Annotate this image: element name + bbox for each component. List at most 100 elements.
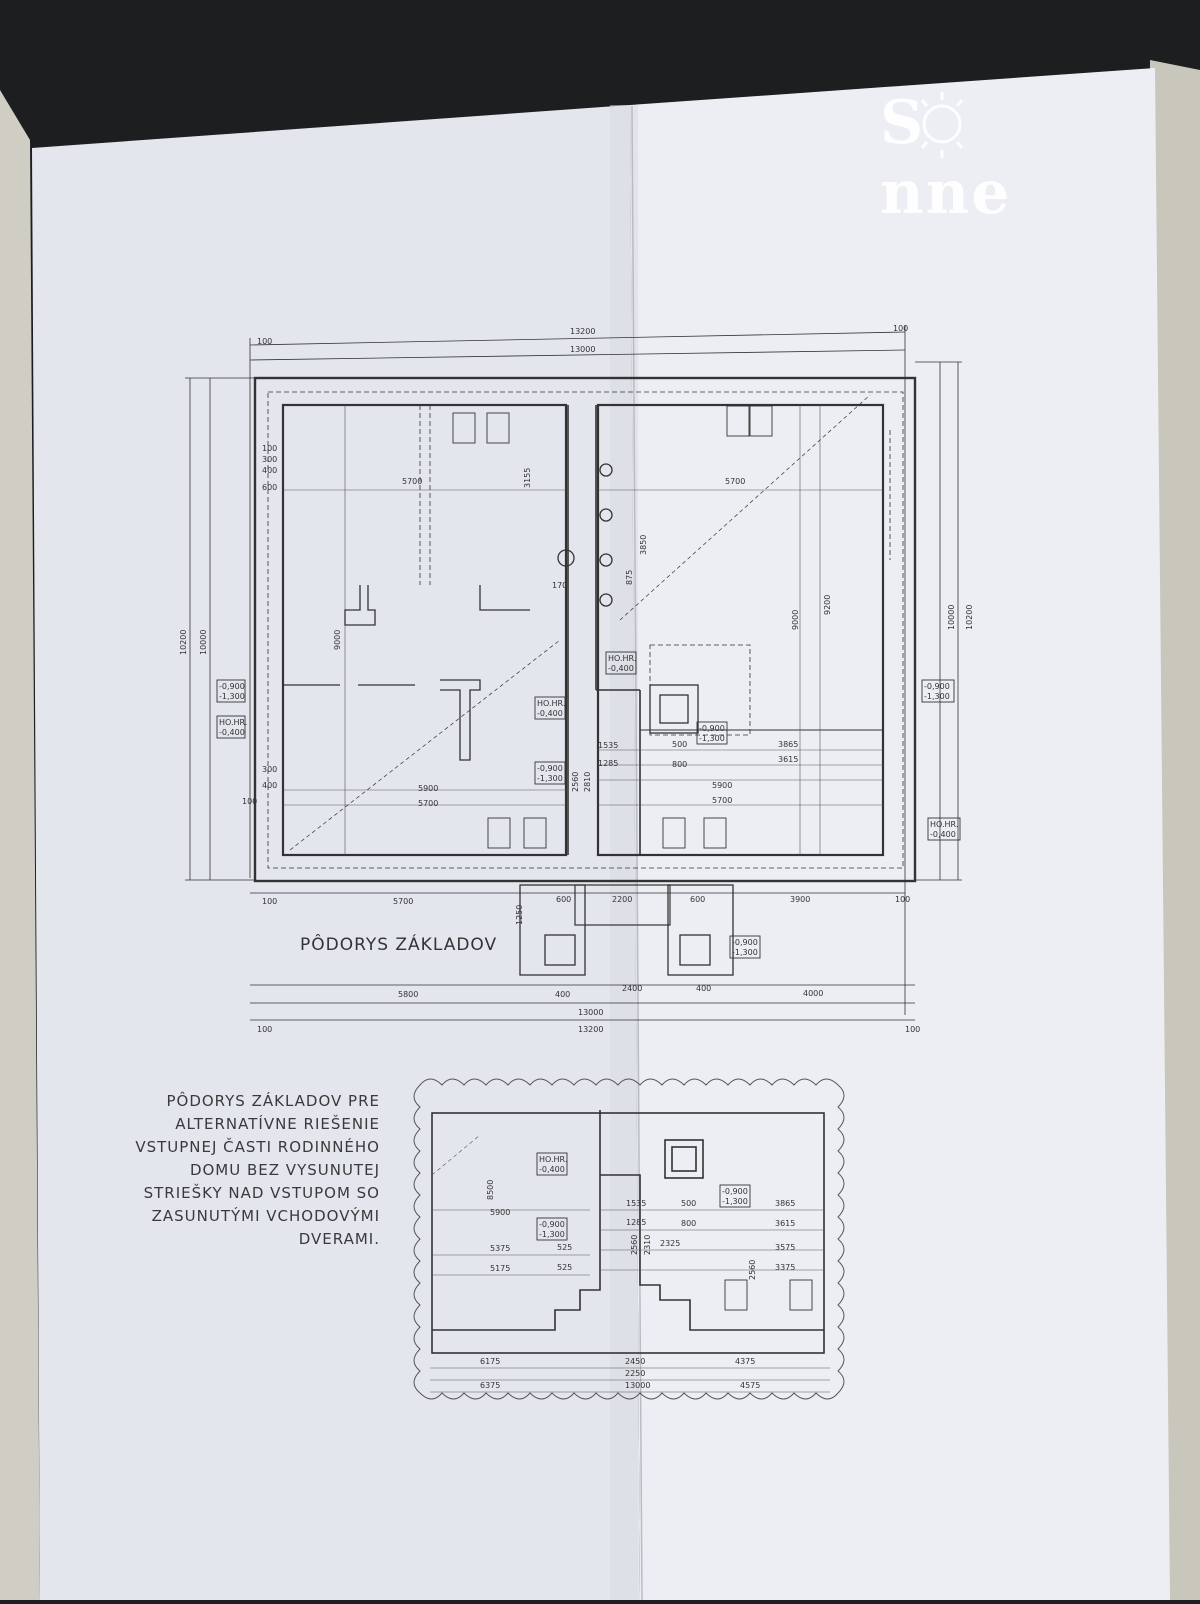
watermark-brand: S nne bbox=[880, 88, 1012, 228]
dim-edge-bottom-right: 100 bbox=[905, 1025, 920, 1034]
dim-left-room-width: 5700 bbox=[402, 477, 422, 486]
alt-dim-m: 3375 bbox=[775, 1263, 795, 1272]
alt-dim-r: 8500 bbox=[486, 1180, 495, 1200]
dim-vertical-170: 170 bbox=[552, 581, 567, 590]
dim-left-0: 100 bbox=[262, 444, 277, 453]
caption-line: ALTERNATÍVNE RIEŠENIE bbox=[175, 1115, 380, 1133]
alt-dim-t: 6375 bbox=[480, 1381, 500, 1390]
book-edge-left bbox=[0, 90, 40, 1600]
alt-dim-g: 1285 bbox=[626, 1218, 646, 1227]
level-left-value: -0,400 bbox=[219, 728, 245, 737]
plan-title: PÔDORYS ZÁKLADOV bbox=[300, 935, 498, 955]
alt-dim-e: 525 bbox=[557, 1263, 572, 1272]
level-center-value: -0,400 bbox=[537, 709, 563, 718]
alt-dim-p: 2310 bbox=[643, 1235, 652, 1255]
dim-lower-2: 2400 bbox=[622, 984, 642, 993]
outer-footing bbox=[253, 376, 917, 883]
dim-side-outer-left: 10200 bbox=[179, 630, 188, 655]
spine-line bbox=[631, 105, 643, 1601]
dim-side-inner-left: 10000 bbox=[199, 630, 208, 655]
dim-bottom-1: 5700 bbox=[393, 897, 413, 906]
dim-bottom-6: 100 bbox=[895, 895, 910, 904]
level-left-bottom: -1,300 bbox=[219, 692, 245, 701]
dim-vertical-1250: 1250 bbox=[515, 905, 524, 925]
alt-dim-i: 800 bbox=[681, 1219, 696, 1228]
level-left-top: -0,900 bbox=[219, 682, 245, 691]
dim-bottom-0: 100 bbox=[262, 897, 277, 906]
alt-dim-q: 2560 bbox=[748, 1260, 757, 1280]
dim-right-room-height: 9000 bbox=[791, 610, 800, 630]
watermark-logo: S nne bbox=[880, 88, 1120, 228]
dim-lower-0: 5800 bbox=[398, 990, 418, 999]
dim-stair-b: 1285 bbox=[598, 759, 618, 768]
dim-left-4: 300 bbox=[262, 765, 277, 774]
dim-left-lower-inner: 5700 bbox=[418, 799, 438, 808]
dim-left-6: 100 bbox=[242, 797, 257, 806]
dim-total-inner: 13000 bbox=[578, 1008, 603, 1017]
level-center-label: HO.HR. bbox=[537, 699, 565, 708]
dim-bottom-3: 2200 bbox=[612, 895, 632, 904]
dim-stair-c: 500 bbox=[672, 740, 687, 749]
alt-dim-x: 4575 bbox=[740, 1381, 760, 1390]
level-labels: -0,900 -1,300 HO.HR. -0,400 HO.HR. -0,40… bbox=[219, 654, 958, 957]
level-left-label: HO.HR. bbox=[219, 718, 247, 727]
dim-left-3: 600 bbox=[262, 483, 277, 492]
left-room-footing bbox=[281, 403, 568, 857]
dim-edge-bottom-left: 100 bbox=[257, 1025, 272, 1034]
dim-stair-a: 1535 bbox=[598, 741, 618, 750]
dim-lower-3: 400 bbox=[696, 984, 711, 993]
dim-left-5: 400 bbox=[262, 781, 277, 790]
level-right-label: -0,900 bbox=[924, 682, 950, 691]
alt-dim-o: 2560 bbox=[630, 1235, 639, 1255]
dim-lower-1: 400 bbox=[555, 990, 570, 999]
alt-plan: 5900 5375 5175 525 525 1535 1285 500 800… bbox=[413, 1078, 845, 1400]
dim-left-1: 400 bbox=[262, 466, 277, 475]
alt-dim-n: 2325 bbox=[660, 1239, 680, 1248]
level-entry-label: -0,900 bbox=[732, 938, 758, 947]
alt-dim-b: 5375 bbox=[490, 1244, 510, 1253]
alt-level-value: -0,400 bbox=[539, 1165, 565, 1174]
dim-edge-top-left: 100 bbox=[257, 337, 272, 346]
dim-overall-outer: 13200 bbox=[570, 327, 595, 336]
dim-stair-d: 800 bbox=[672, 760, 687, 769]
level-pad-value: -1,300 bbox=[699, 734, 725, 743]
alt-level2-value: -1,300 bbox=[539, 1230, 565, 1239]
right-room-footing bbox=[596, 403, 885, 857]
level-right2-label: HO.HR. bbox=[930, 820, 958, 829]
level-entry-value: -1,300 bbox=[732, 948, 758, 957]
alt-dim-f: 1535 bbox=[626, 1199, 646, 1208]
dim-right-lower-inner: 5700 bbox=[712, 796, 732, 805]
dim-side-inner-right: 10000 bbox=[947, 605, 956, 630]
caption-line: DOMU BEZ VYSUNUTEJ bbox=[189, 1161, 380, 1179]
dim-side-outer-right: 10200 bbox=[965, 605, 974, 630]
level-pad-label: -0,900 bbox=[699, 724, 725, 733]
dim-right-outer-height: 9200 bbox=[823, 595, 832, 615]
alt-level3-label: -0,900 bbox=[722, 1187, 748, 1196]
main-dim-labels: 13200 13000 100 100 5700 5700 5900 5700 … bbox=[179, 324, 974, 1034]
level-center2-value: -1,300 bbox=[537, 774, 563, 783]
level-mid-value: -0,400 bbox=[608, 664, 634, 673]
dim-right-room-width: 5700 bbox=[725, 477, 745, 486]
dim-left-room-height: 9000 bbox=[333, 630, 342, 650]
right-page bbox=[630, 68, 1170, 1600]
alt-dim-total: 13000 bbox=[625, 1381, 650, 1390]
alt-dim-j: 3865 bbox=[775, 1199, 795, 1208]
dim-vertical-2810: 2810 bbox=[583, 772, 592, 792]
watermark-sun-icon bbox=[920, 92, 964, 158]
dim-left-2: 300 bbox=[262, 455, 277, 464]
alt-dim-v: 2250 bbox=[625, 1369, 645, 1378]
dim-central-height: 3155 bbox=[523, 468, 532, 488]
dim-bottom-4: 600 bbox=[690, 895, 705, 904]
alt-dim-k: 3615 bbox=[775, 1219, 795, 1228]
dim-vertical-875: 875 bbox=[625, 570, 634, 585]
revision-cloud bbox=[413, 1078, 845, 1400]
alt-dim-a: 5900 bbox=[490, 1208, 510, 1217]
caption-line: ZASUNUTÝMI VCHODOVÝMI bbox=[151, 1207, 380, 1225]
alt-dim-c: 5175 bbox=[490, 1264, 510, 1273]
alt-level3-value: -1,300 bbox=[722, 1197, 748, 1206]
dim-right-lower: 5900 bbox=[712, 781, 732, 790]
dim-vertical-2560: 2560 bbox=[571, 772, 580, 792]
caption-line: STRIEŠKY NAD VSTUPOM SO bbox=[143, 1184, 380, 1202]
dim-edge-top-right: 100 bbox=[893, 324, 908, 333]
